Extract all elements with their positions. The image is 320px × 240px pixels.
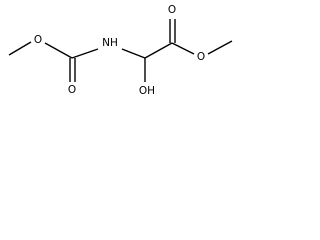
bond-ch-ester-c: [144, 42, 173, 59]
atom-ester-oxygen-right: O: [197, 51, 205, 63]
molecule-structure: O O NH O O OH: [8, 4, 233, 97]
atom-carbonyl-oxygen-left: O: [68, 84, 76, 96]
bonds: [8, 19, 233, 82]
atom-nitrogen: NH: [102, 37, 118, 49]
bond-methyl-o-left: [8, 41, 32, 56]
bond-o-methyl-right: [207, 40, 233, 55]
atom-carbonyl-oxygen-right: O: [168, 4, 176, 16]
atom-labels: O O NH O O OH: [34, 4, 205, 97]
bond-nh-ch: [121, 48, 146, 59]
atom-ester-oxygen-left: O: [34, 34, 42, 46]
bond-c-nh: [71, 48, 99, 59]
bond-o-carbamate-c: [44, 42, 73, 59]
atom-hydroxyl: OH: [139, 85, 155, 97]
bond-ester-c-o: [171, 42, 195, 55]
